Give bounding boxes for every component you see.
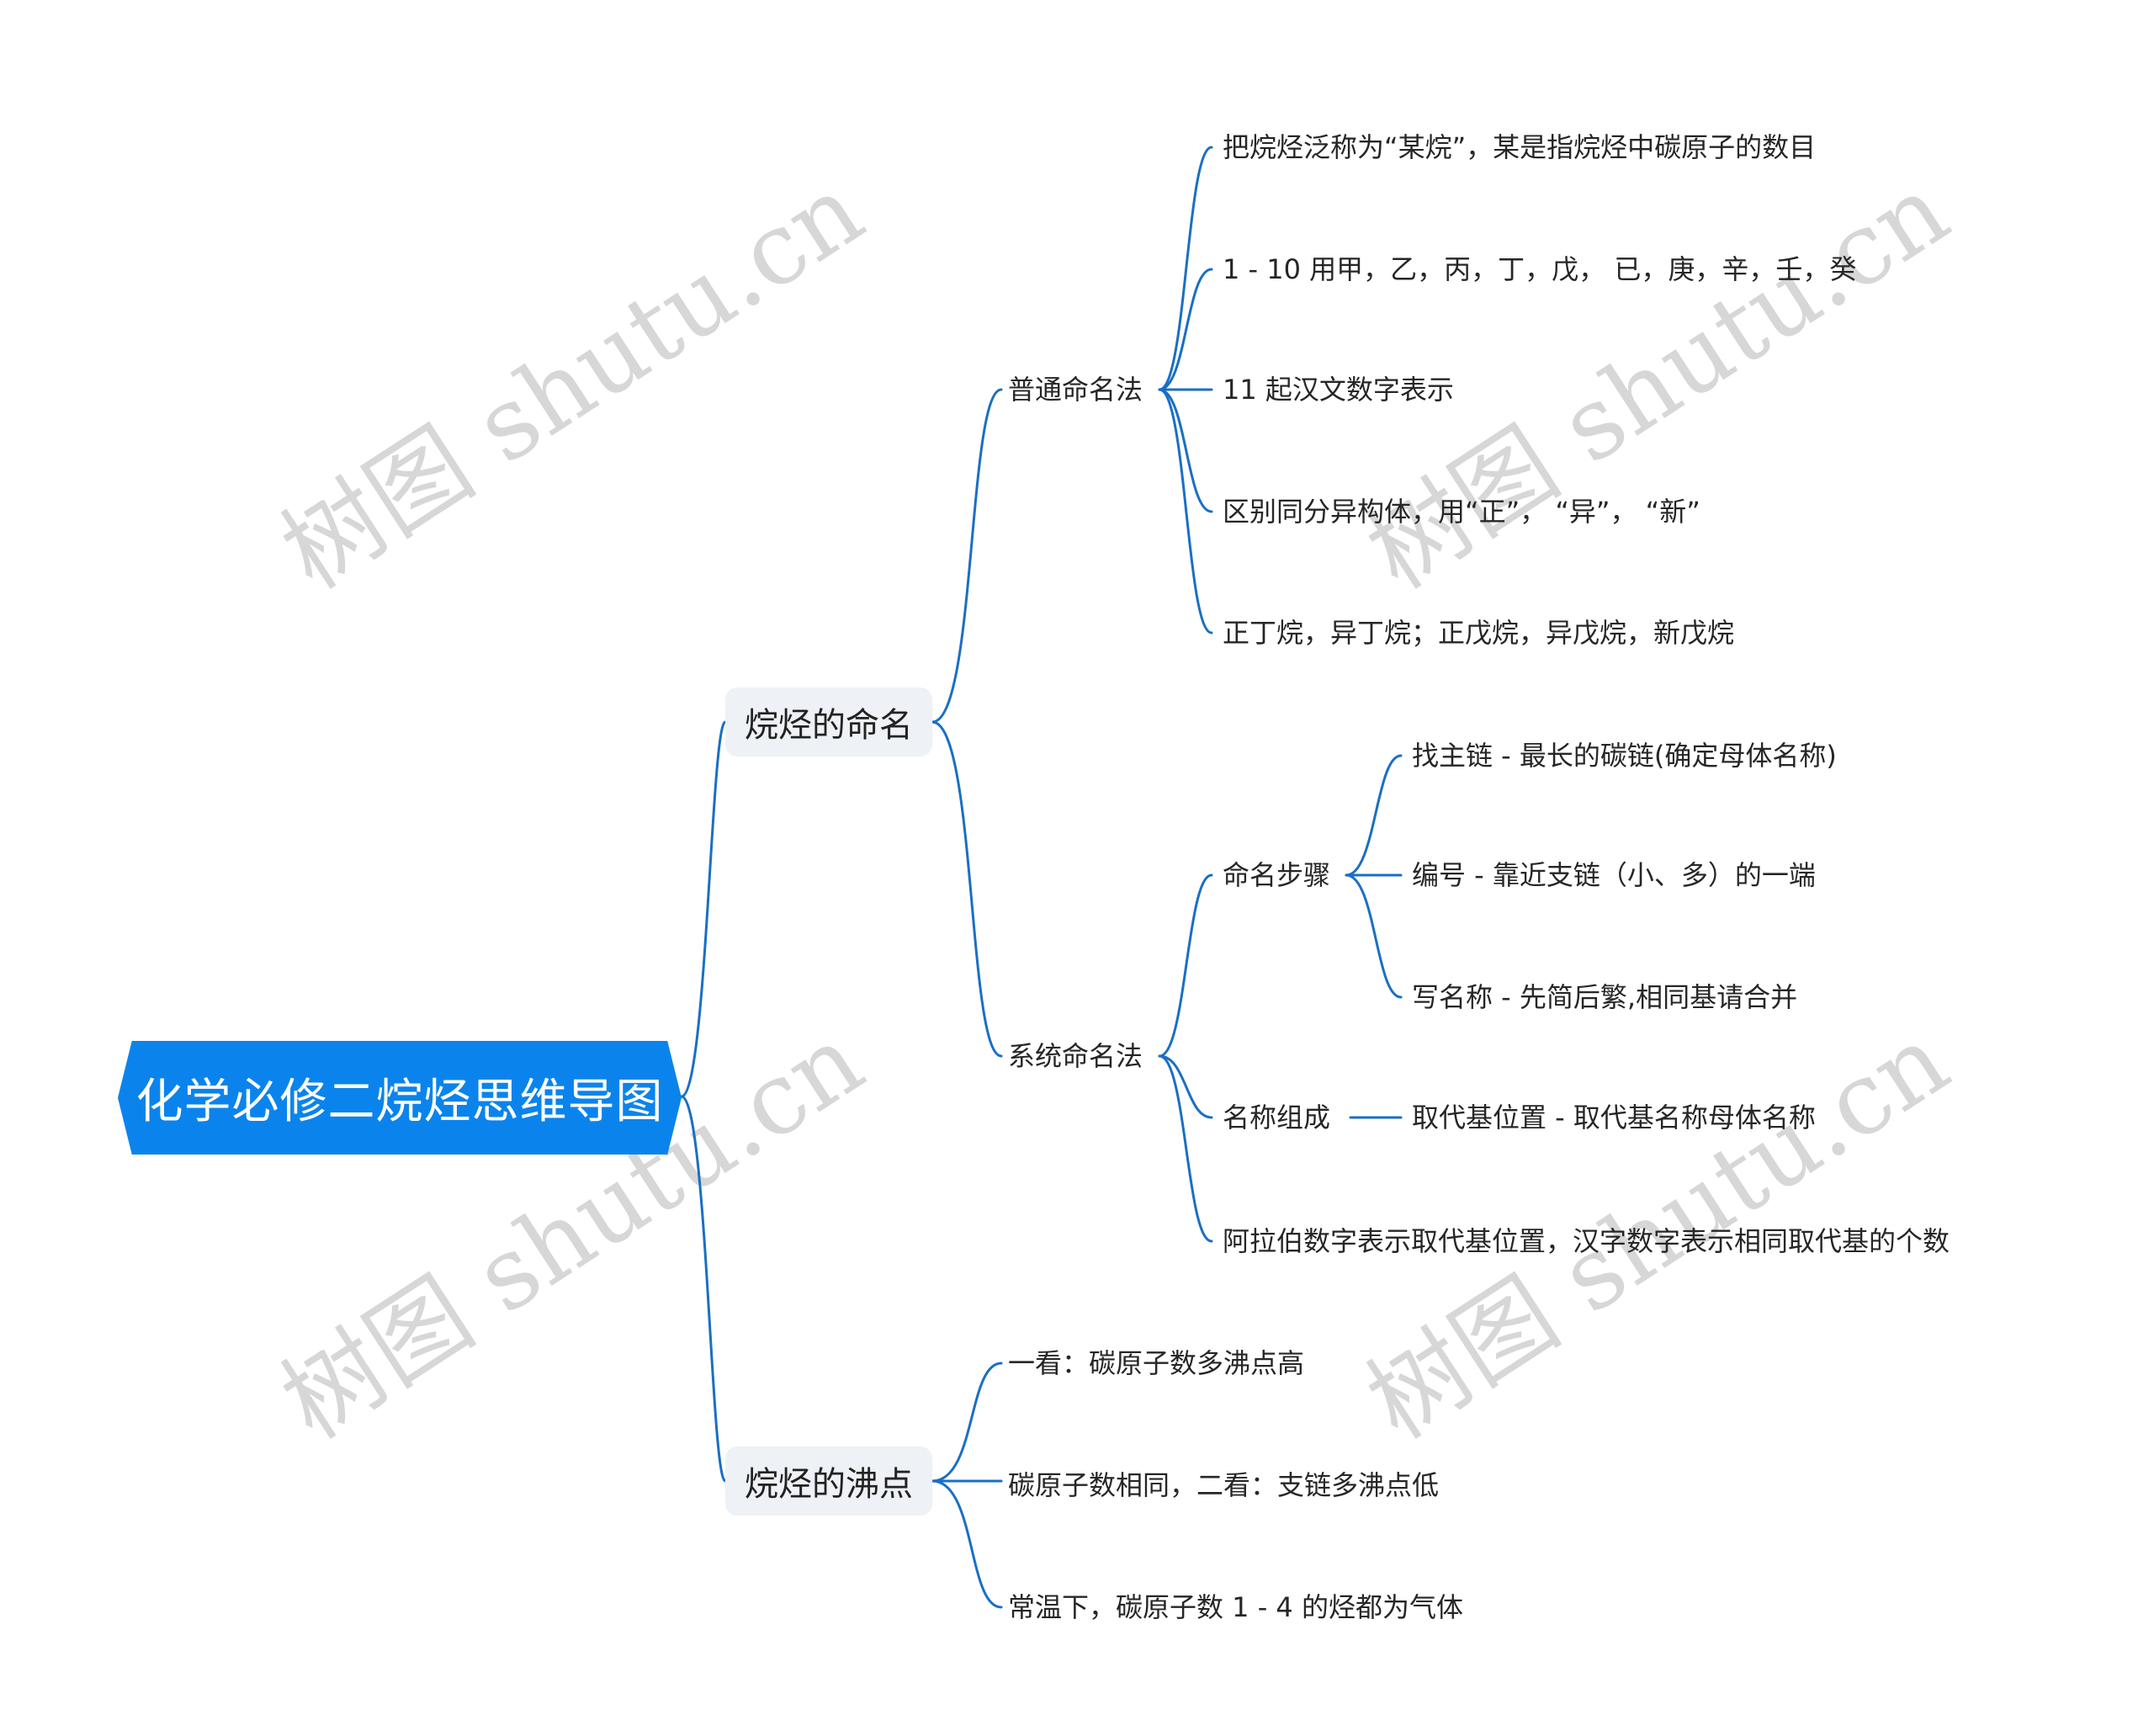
link-common-2 xyxy=(1158,268,1213,391)
link-boiling-3 xyxy=(931,1479,1003,1609)
branch-node-naming[interactable]: 烷烃的命名 xyxy=(725,687,932,757)
leaf-node[interactable]: 区别同分异构体，用“正”， “异”， “新” xyxy=(1223,496,1700,528)
link-common-1 xyxy=(1158,146,1213,391)
link-steps-3 xyxy=(1345,873,1403,999)
node-naming-steps[interactable]: 命名步骤 xyxy=(1223,859,1331,891)
branch-node-boiling-point[interactable]: 烷烃的沸点 xyxy=(725,1447,932,1516)
link-naming-system xyxy=(931,720,1003,1058)
link-root-naming xyxy=(680,720,727,1098)
leaf-node[interactable]: 编号 - 靠近支链（小、多）的一端 xyxy=(1412,859,1816,891)
link-root-boiling xyxy=(680,1095,727,1483)
leaf-node[interactable]: 把烷烃泛称为“某烷”，某是指烷烃中碳原子的数目 xyxy=(1223,131,1817,163)
leaf-node[interactable]: 写名称 - 先简后繁,相同基请合并 xyxy=(1412,981,1798,1013)
link-system-arabic xyxy=(1158,1054,1213,1243)
link-naming-common xyxy=(931,388,1003,724)
leaf-node[interactable]: 取代基位置 - 取代基名称母体名称 xyxy=(1412,1102,1816,1133)
leaf-node[interactable]: 正丁烷，异丁烷；正戊烷，异戊烷，新戊烷 xyxy=(1223,617,1735,649)
branch-node-label: 烷烃的命名 xyxy=(745,706,913,745)
link-common-4 xyxy=(1158,388,1213,513)
link-system-composition xyxy=(1158,1054,1213,1119)
leaf-node[interactable]: 阿拉伯数字表示取代基位置，汉字数字表示相同取代基的个数 xyxy=(1223,1225,1950,1257)
leaf-node[interactable]: 找主链 - 最长的碳链(确定母体名称) xyxy=(1412,740,1837,772)
branch-node-label: 烷烃的沸点 xyxy=(745,1465,913,1504)
link-boiling-1 xyxy=(931,1362,1003,1483)
root-node[interactable]: 化学必修二烷烃思维导图 xyxy=(118,1041,682,1155)
leaf-node[interactable]: 常温下，碳原子数 1 - 4 的烃都为气体 xyxy=(1008,1591,1463,1623)
link-system-steps xyxy=(1158,873,1213,1058)
leaf-node[interactable]: 11 起汉文数字表示 xyxy=(1223,374,1454,406)
link-steps-1 xyxy=(1345,754,1403,877)
leaf-node[interactable]: 1 - 10 用甲，乙，丙，丁，戊， 已，庚，辛，壬，癸 xyxy=(1223,253,1857,285)
node-systematic-naming[interactable]: 系统命名法 xyxy=(1008,1040,1143,1072)
link-common-5 xyxy=(1158,388,1213,634)
node-name-composition[interactable]: 名称组成 xyxy=(1223,1102,1331,1133)
leaf-node[interactable]: 碳原子数相同，二看：支链多沸点低 xyxy=(1008,1469,1440,1501)
leaf-node[interactable]: 一看：碳原子数多沸点高 xyxy=(1008,1347,1305,1379)
node-common-naming[interactable]: 普通命名法 xyxy=(1008,374,1143,406)
root-node-label: 化学必修二烷烃思维导图 xyxy=(135,1075,664,1129)
